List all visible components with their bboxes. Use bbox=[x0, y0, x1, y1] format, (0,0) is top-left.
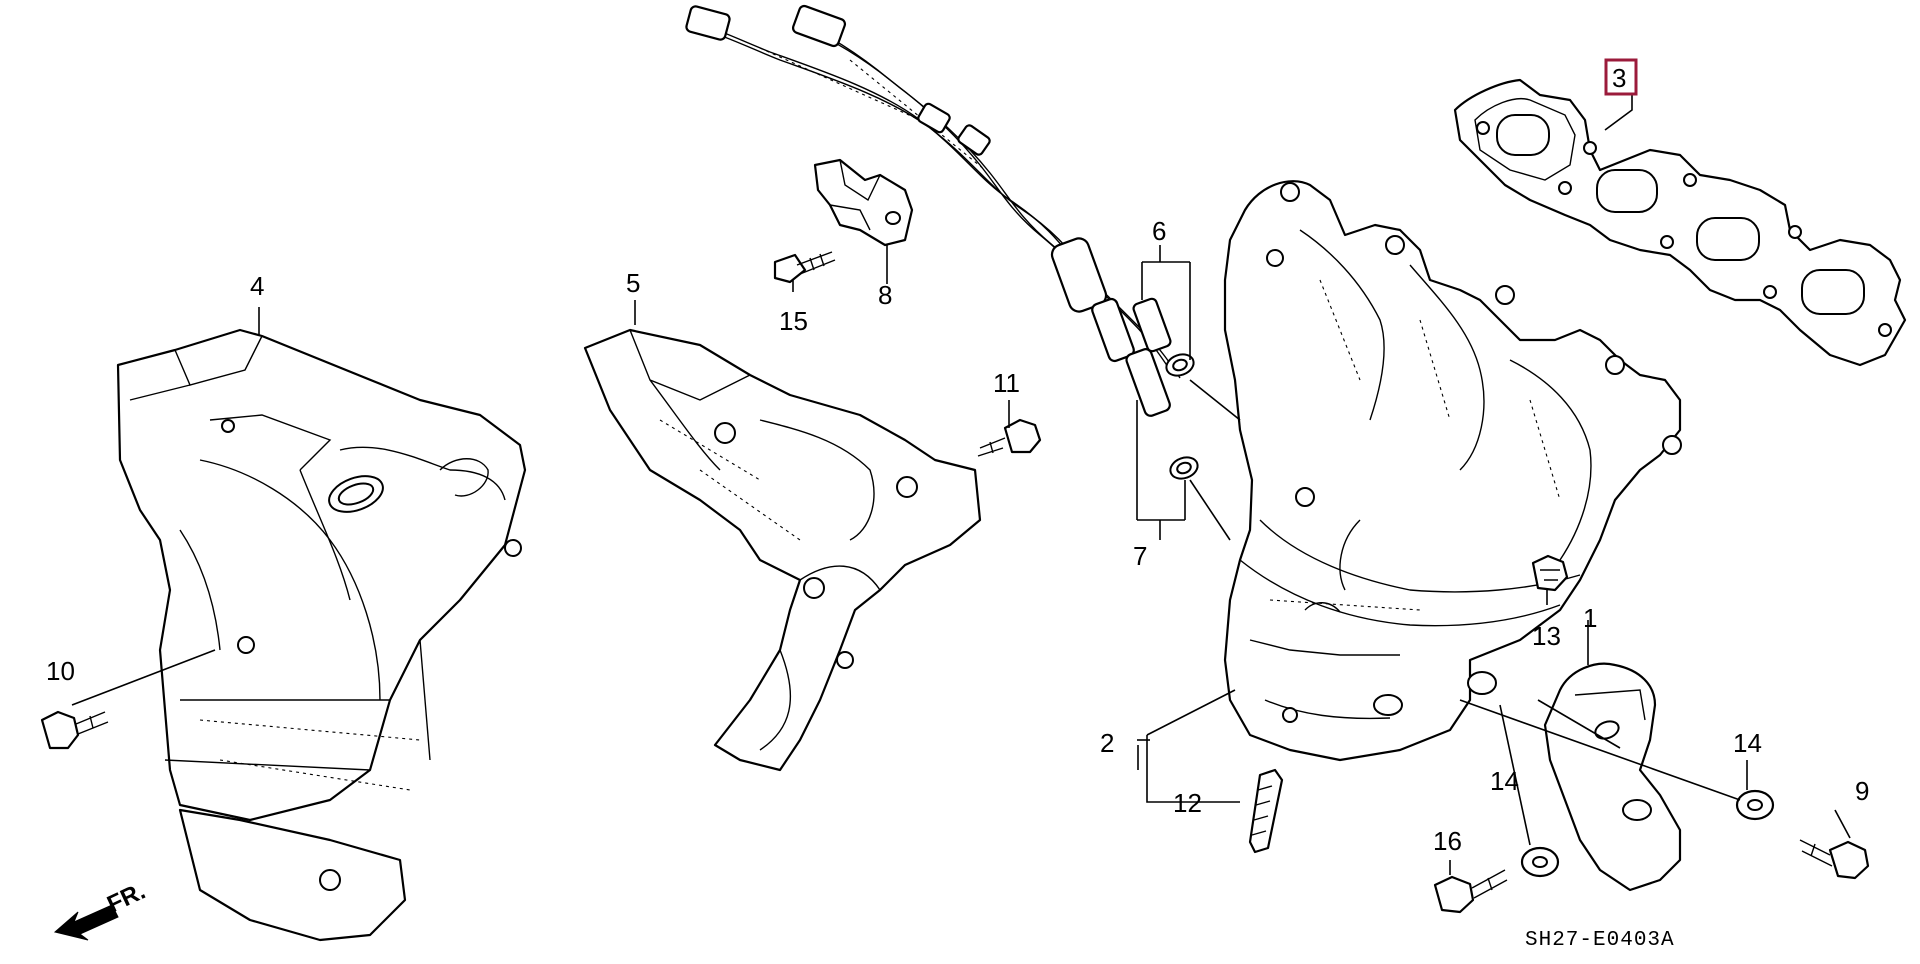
bolt-15[interactable] bbox=[773, 251, 836, 284]
exhaust-manifold[interactable] bbox=[1223, 180, 1682, 762]
callout-7: 7 bbox=[1133, 541, 1147, 571]
callout-1: 1 bbox=[1583, 603, 1597, 633]
callout-12: 12 bbox=[1173, 788, 1202, 818]
heat-shield-outer[interactable] bbox=[116, 328, 527, 942]
harness-clip-bracket[interactable] bbox=[813, 158, 914, 247]
callout-6: 6 bbox=[1152, 216, 1166, 246]
callout-8: 8 bbox=[878, 280, 892, 310]
callout-14-left: 14 bbox=[1490, 766, 1519, 796]
bolt-16[interactable] bbox=[1433, 869, 1508, 914]
stud-12[interactable] bbox=[1248, 768, 1284, 854]
callout-4: 4 bbox=[250, 271, 264, 301]
callout-2: 2 bbox=[1100, 728, 1114, 758]
highlight-box bbox=[1604, 58, 1638, 96]
washer-14-left[interactable] bbox=[1520, 846, 1560, 878]
callout-3: 3 bbox=[1612, 63, 1626, 93]
manifold-bracket[interactable] bbox=[1543, 662, 1682, 892]
callout-11: 11 bbox=[993, 368, 1020, 398]
bolt-10[interactable] bbox=[40, 710, 109, 750]
nut-13[interactable] bbox=[1531, 554, 1569, 592]
bolt-11[interactable] bbox=[977, 418, 1042, 457]
callout-14-right: 14 bbox=[1733, 728, 1762, 758]
diagram-reference-code: SH27-E0403A bbox=[1525, 929, 1675, 952]
exhaust-manifold-gasket[interactable] bbox=[1453, 78, 1907, 367]
heat-shield-inner[interactable] bbox=[583, 328, 982, 772]
callout-9: 9 bbox=[1855, 776, 1869, 806]
front-direction-arrow: FR. bbox=[53, 878, 150, 941]
callout-16: 16 bbox=[1433, 826, 1462, 856]
washer-14-right[interactable] bbox=[1735, 789, 1775, 821]
bolt-9[interactable] bbox=[1799, 839, 1870, 880]
leader-lines bbox=[71, 95, 1851, 875]
callout-13: 13 bbox=[1532, 621, 1561, 651]
oxygen-sensor-harness[interactable] bbox=[685, 4, 1241, 541]
callout-10: 10 bbox=[46, 656, 75, 686]
callout-5: 5 bbox=[626, 268, 640, 298]
callout-15: 15 bbox=[779, 306, 808, 336]
callout-labels: 1 2 3 4 5 6 7 8 9 10 11 12 13 14 14 15 1… bbox=[46, 58, 1869, 856]
